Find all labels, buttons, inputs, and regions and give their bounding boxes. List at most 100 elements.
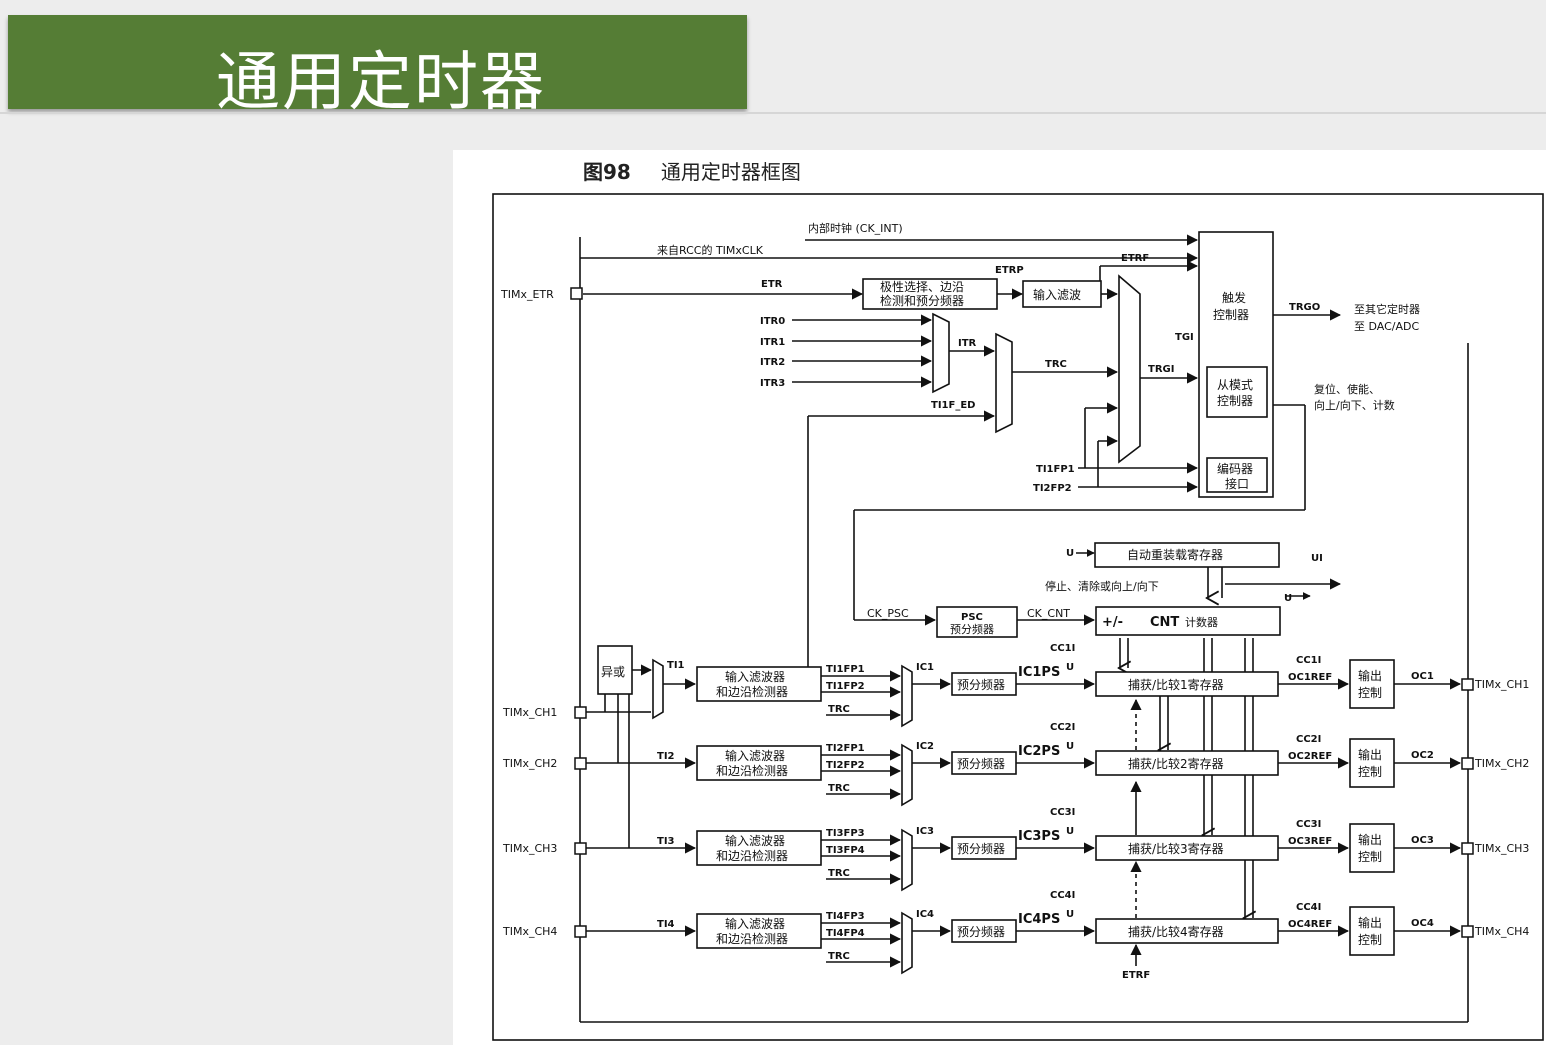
trgi-label: TRGI	[1148, 364, 1174, 375]
ch2-output-control-label-1: 输出	[1358, 747, 1382, 762]
slave-outputs-label-1: 复位、使能、	[1314, 382, 1380, 396]
ch2-fp-a-label: TI2FP1	[826, 743, 865, 754]
ch1-input-filter-box	[696, 666, 822, 702]
ch1-prescaler-label: 预分频器	[957, 678, 1005, 692]
ch2-input-pin	[574, 757, 587, 770]
ch3-ccx-label: CC3I	[1050, 807, 1075, 818]
ch3-capture-register-label: 捕获/比较3寄存器	[1128, 841, 1224, 856]
ch4-output-pin	[1461, 925, 1474, 938]
ch4-capture-register-label: 捕获/比较4寄存器	[1128, 924, 1224, 939]
ch3-fp-b-label: TI3FP4	[826, 845, 865, 856]
itr0-label: ITR0	[760, 316, 785, 327]
ch2-input-filter-label-1: 输入滤波器	[725, 748, 785, 763]
ch3-input-filter-label-2: 和边沿检测器	[716, 848, 788, 863]
itr3-label: ITR3	[760, 378, 785, 389]
ti1-mux	[652, 658, 664, 720]
ch4-ccx-right-label: CC4I	[1296, 902, 1321, 913]
trigger-box-label-1: 触发	[1222, 290, 1246, 305]
ch4-output-control-label-2: 控制	[1358, 933, 1382, 947]
input-filter-box-label: 输入滤波	[1033, 287, 1081, 302]
timxclk-label: 来自RCC的 TIMxCLK	[657, 243, 764, 257]
ch4-ic-label: IC4	[916, 909, 934, 920]
ch1-ti-label: TI1	[667, 660, 685, 671]
ch4-output-control-box	[1349, 906, 1395, 956]
slave-mode-controller-box	[1206, 366, 1268, 418]
ch2-icps-label: IC2PS	[1018, 744, 1060, 759]
itr1-label: ITR1	[760, 337, 785, 348]
ch1-capture-register-label: 捕获/比较1寄存器	[1128, 677, 1224, 692]
itr-label: ITR	[958, 338, 977, 349]
ch4-input-filter-label-1: 输入滤波器	[725, 916, 785, 931]
stop-clear-label: 停止、清除或向上/向下	[1045, 579, 1159, 593]
ch4-output-control-label-1: 输出	[1358, 915, 1382, 930]
ch3-output-control-label-2: 控制	[1358, 850, 1382, 864]
ch3-output-pin-label: TIMx_CH3	[1474, 842, 1529, 855]
ch4-input-mux	[901, 911, 913, 975]
ch2-output-control-box	[1349, 738, 1395, 788]
ti1f-ed-label: TI1F_ED	[931, 400, 975, 411]
ck-psc-label: CK_PSC	[867, 607, 909, 620]
ch2-ti-label: TI2	[657, 751, 675, 762]
ch4-input-pin	[574, 925, 587, 938]
ch3-icps-label: IC3PS	[1018, 829, 1060, 844]
input-filter-box	[1022, 280, 1102, 308]
ch3-input-pin	[574, 842, 587, 855]
ch2-u-label: U	[1066, 741, 1074, 752]
ch4-fp-a-label: TI4FP3	[826, 911, 865, 922]
ch2-ccx-right-label: CC2I	[1296, 734, 1321, 745]
cnt-label: CNT	[1150, 615, 1179, 630]
ch4-prescaler-label: 预分频器	[957, 925, 1005, 939]
ch1-ccx-right-label: CC1I	[1296, 655, 1321, 666]
polarity-select-box	[862, 278, 998, 310]
etr-pin-square	[570, 287, 583, 300]
to-dac-adc-label: 至 DAC/ADC	[1354, 320, 1419, 333]
u-event-label-top: U	[1066, 548, 1074, 559]
ch2-output-pin	[1461, 757, 1474, 770]
slide-title: 通用定时器	[216, 46, 546, 120]
ch1-fp-a-label: TI1FP1	[826, 664, 865, 675]
ch4-oc-label: OC4	[1411, 918, 1434, 929]
channels-layer: TIMx_CH1TI1输入滤波器和边沿检测器TI1FP1TI1FP2TRCIC1…	[502, 643, 1529, 975]
plus-minus-label: +/-	[1102, 615, 1123, 630]
ch2-ref-label: OC2REF	[1288, 751, 1332, 762]
ck-int-label: 内部时钟 (CK_INT)	[808, 221, 903, 235]
ch3-input-filter-label-1: 输入滤波器	[725, 833, 785, 848]
ch2-output-control-label-2: 控制	[1358, 765, 1382, 779]
ch2-ccx-label: CC2I	[1050, 722, 1075, 733]
ch4-fp-b-label: TI4FP4	[826, 928, 865, 939]
ti2fp2-label: TI2FP2	[1033, 483, 1072, 494]
ch1-output-pin-label: TIMx_CH1	[1474, 678, 1529, 691]
autoreload-register-box	[1094, 542, 1280, 568]
ch3-u-label: U	[1066, 826, 1074, 837]
ch2-input-mux	[901, 743, 913, 807]
ch1-fp-b-label: TI1FP2	[826, 681, 865, 692]
itr-mux	[932, 312, 950, 394]
ch2-trc-label: TRC	[828, 783, 850, 794]
ch4-capture-register-box	[1095, 918, 1279, 944]
u-event-label-right: U	[1284, 593, 1292, 604]
slave-box-label-2: 控制器	[1217, 394, 1253, 408]
slave-outputs-label-2: 向上/向下、计数	[1314, 398, 1395, 412]
ch3-ccx-right-label: CC3I	[1296, 819, 1321, 830]
ch1-oc-label: OC1	[1411, 671, 1434, 682]
trigger-mux	[1118, 274, 1141, 464]
ch4-output-pin-label: TIMx_CH4	[1474, 925, 1529, 938]
ch3-output-control-box	[1349, 823, 1395, 873]
trgo-label: TRGO	[1289, 302, 1320, 313]
header-divider	[0, 112, 1546, 114]
ck-cnt-label: CK_CNT	[1027, 607, 1070, 620]
ch1-input-filter-label-1: 输入滤波器	[725, 669, 785, 684]
tgi-label: TGI	[1175, 332, 1194, 343]
trigger-controller-box	[1198, 231, 1274, 498]
ch4-u-label: U	[1066, 909, 1074, 920]
encoder-box-label-2: 接口	[1225, 476, 1249, 491]
trigger-box-label-2: 控制器	[1213, 308, 1249, 322]
outer-frame	[492, 193, 1544, 1041]
polarity-box-label-2: 检测和预分频器	[880, 293, 964, 308]
ch3-output-control-label-1: 输出	[1358, 832, 1382, 847]
ch1-icps-label: IC1PS	[1018, 665, 1060, 680]
figure-title: 通用定时器框图	[660, 160, 801, 184]
autoreload-box-label: 自动重装载寄存器	[1127, 547, 1223, 562]
ch3-input-pin-label: TIMx_CH3	[502, 842, 557, 855]
xor-box-label: 异或	[601, 665, 625, 679]
